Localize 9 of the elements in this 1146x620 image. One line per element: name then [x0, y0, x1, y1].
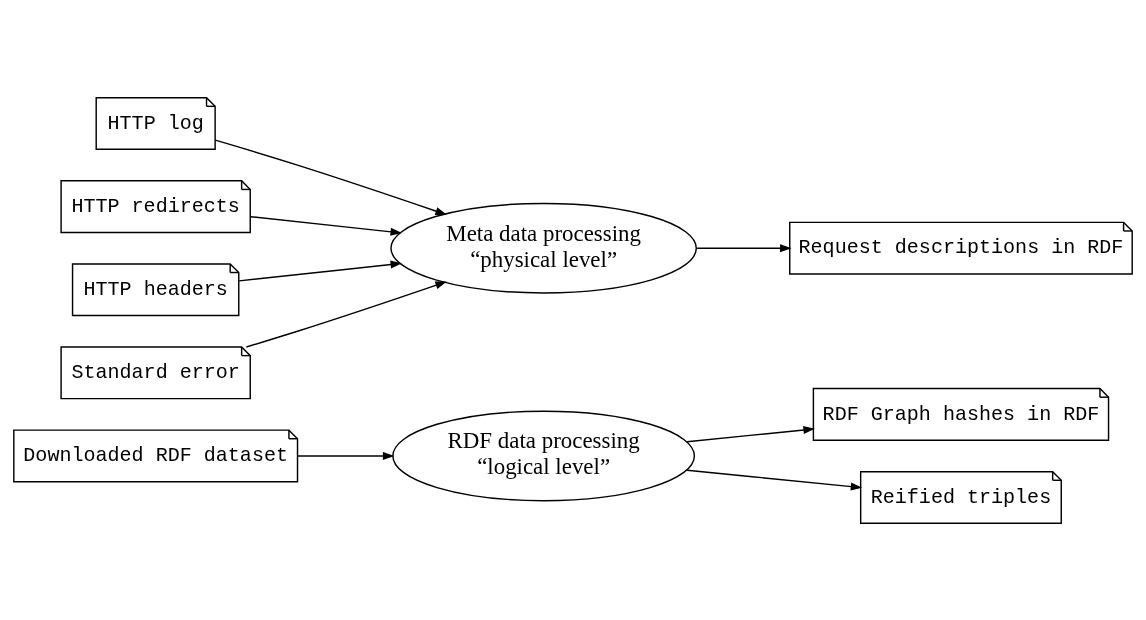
arrow — [696, 243, 792, 252]
arrow — [686, 468, 863, 491]
arrow — [249, 215, 402, 236]
arrow — [297, 451, 395, 460]
arrow — [686, 425, 815, 442]
arrow — [245, 280, 447, 348]
arrow — [238, 260, 403, 282]
node-ellipse: RDF data processing “logical level” — [392, 409, 696, 501]
arrow — [214, 138, 447, 215]
